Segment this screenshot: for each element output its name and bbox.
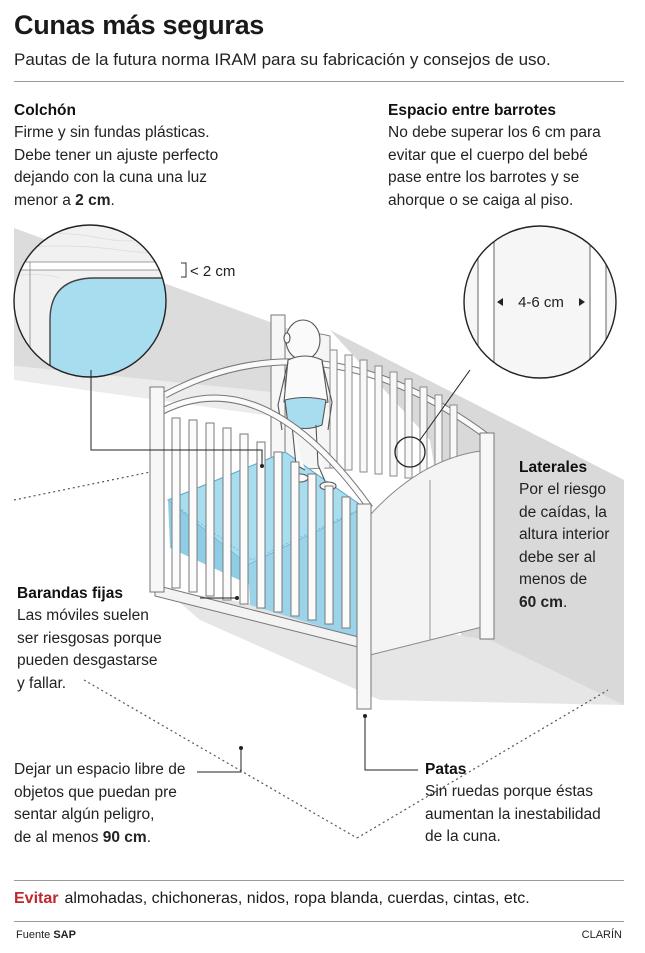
free-space-text-bold: 90 cm — [102, 828, 147, 846]
source-credit: Fuente SAP — [16, 929, 76, 941]
header-divider — [14, 81, 624, 82]
end-post-right — [479, 432, 495, 640]
brand-credit: CLARÍN — [581, 929, 622, 941]
sides-text-end: . — [562, 593, 568, 611]
avoid-line: Evitar almohadas, chichoneras, nidos, rop… — [14, 890, 530, 908]
mattress-text-bold: 2 cm — [75, 191, 111, 209]
mattress-info: Colchón Firme y sin fundas plásticas. De… — [14, 100, 274, 212]
front-slats — [171, 417, 351, 629]
gap-arrow-right — [579, 298, 585, 306]
floor-dotted-lines — [13, 469, 609, 839]
mattress-text-end: . — [110, 191, 115, 209]
avoid-text: almohadas, chichoneras, nidos, ropa blan… — [64, 890, 530, 907]
baby-figure — [277, 319, 337, 491]
gap-arrow-left — [497, 298, 503, 306]
sides-heading: Laterales — [519, 459, 588, 476]
leader-lines — [90, 369, 471, 773]
bar-space-info: Espacio entre barrotes No debe superar l… — [388, 100, 638, 212]
mattress-gap-label: < 2 cm — [190, 263, 235, 280]
free-space-text-end: . — [146, 828, 152, 846]
page-subtitle: Pautas de la futura norma IRAM para su f… — [14, 50, 551, 69]
bar-gap-label: 4-6 cm — [518, 294, 564, 311]
free-space-text: Dejar un espacio libre de objetos que pu… — [14, 761, 186, 846]
avoid-keyword: Evitar — [14, 890, 59, 907]
bar-space-text: No debe superar los 6 cm para evitar que… — [388, 124, 601, 209]
mattress-gap-detail — [14, 225, 166, 377]
source-value: SAP — [53, 929, 76, 941]
mattress-heading: Colchón — [14, 102, 76, 119]
fixed-rails-info: Barandas fijas Las móviles suelen ser ri… — [17, 583, 217, 695]
sides-info: Laterales Por el riesgo de caídas, la al… — [519, 457, 641, 614]
slat-marker-circle — [394, 436, 426, 468]
fixed-rails-text: Las móviles suelen ser riesgosas porque … — [17, 607, 162, 692]
bar-gap-detail — [464, 226, 616, 378]
sides-text-bold: 60 cm — [519, 593, 563, 611]
legs-info: Patas Sin ruedas porque éstas aumentan l… — [425, 759, 635, 849]
legs-text: Sin ruedas porque éstas aumentan la ines… — [425, 783, 601, 845]
back-slats — [329, 349, 458, 488]
avoid-divider-top — [14, 880, 624, 881]
free-space-info: Dejar un espacio libre de objetos que pu… — [14, 759, 214, 849]
mattress-text: Firme y sin fundas plásticas. Debe tener… — [14, 124, 219, 209]
page-title: Cunas más seguras — [14, 10, 265, 40]
sides-text: Por el riesgo de caídas, la altura inter… — [519, 481, 610, 588]
front-post-left — [149, 386, 165, 593]
source-label: Fuente — [16, 929, 51, 941]
avoid-divider-bottom — [14, 921, 624, 922]
legs-heading: Patas — [425, 761, 467, 778]
fixed-rails-heading: Barandas fijas — [17, 585, 123, 602]
bar-space-heading: Espacio entre barrotes — [388, 102, 556, 119]
front-post-right — [356, 503, 372, 710]
